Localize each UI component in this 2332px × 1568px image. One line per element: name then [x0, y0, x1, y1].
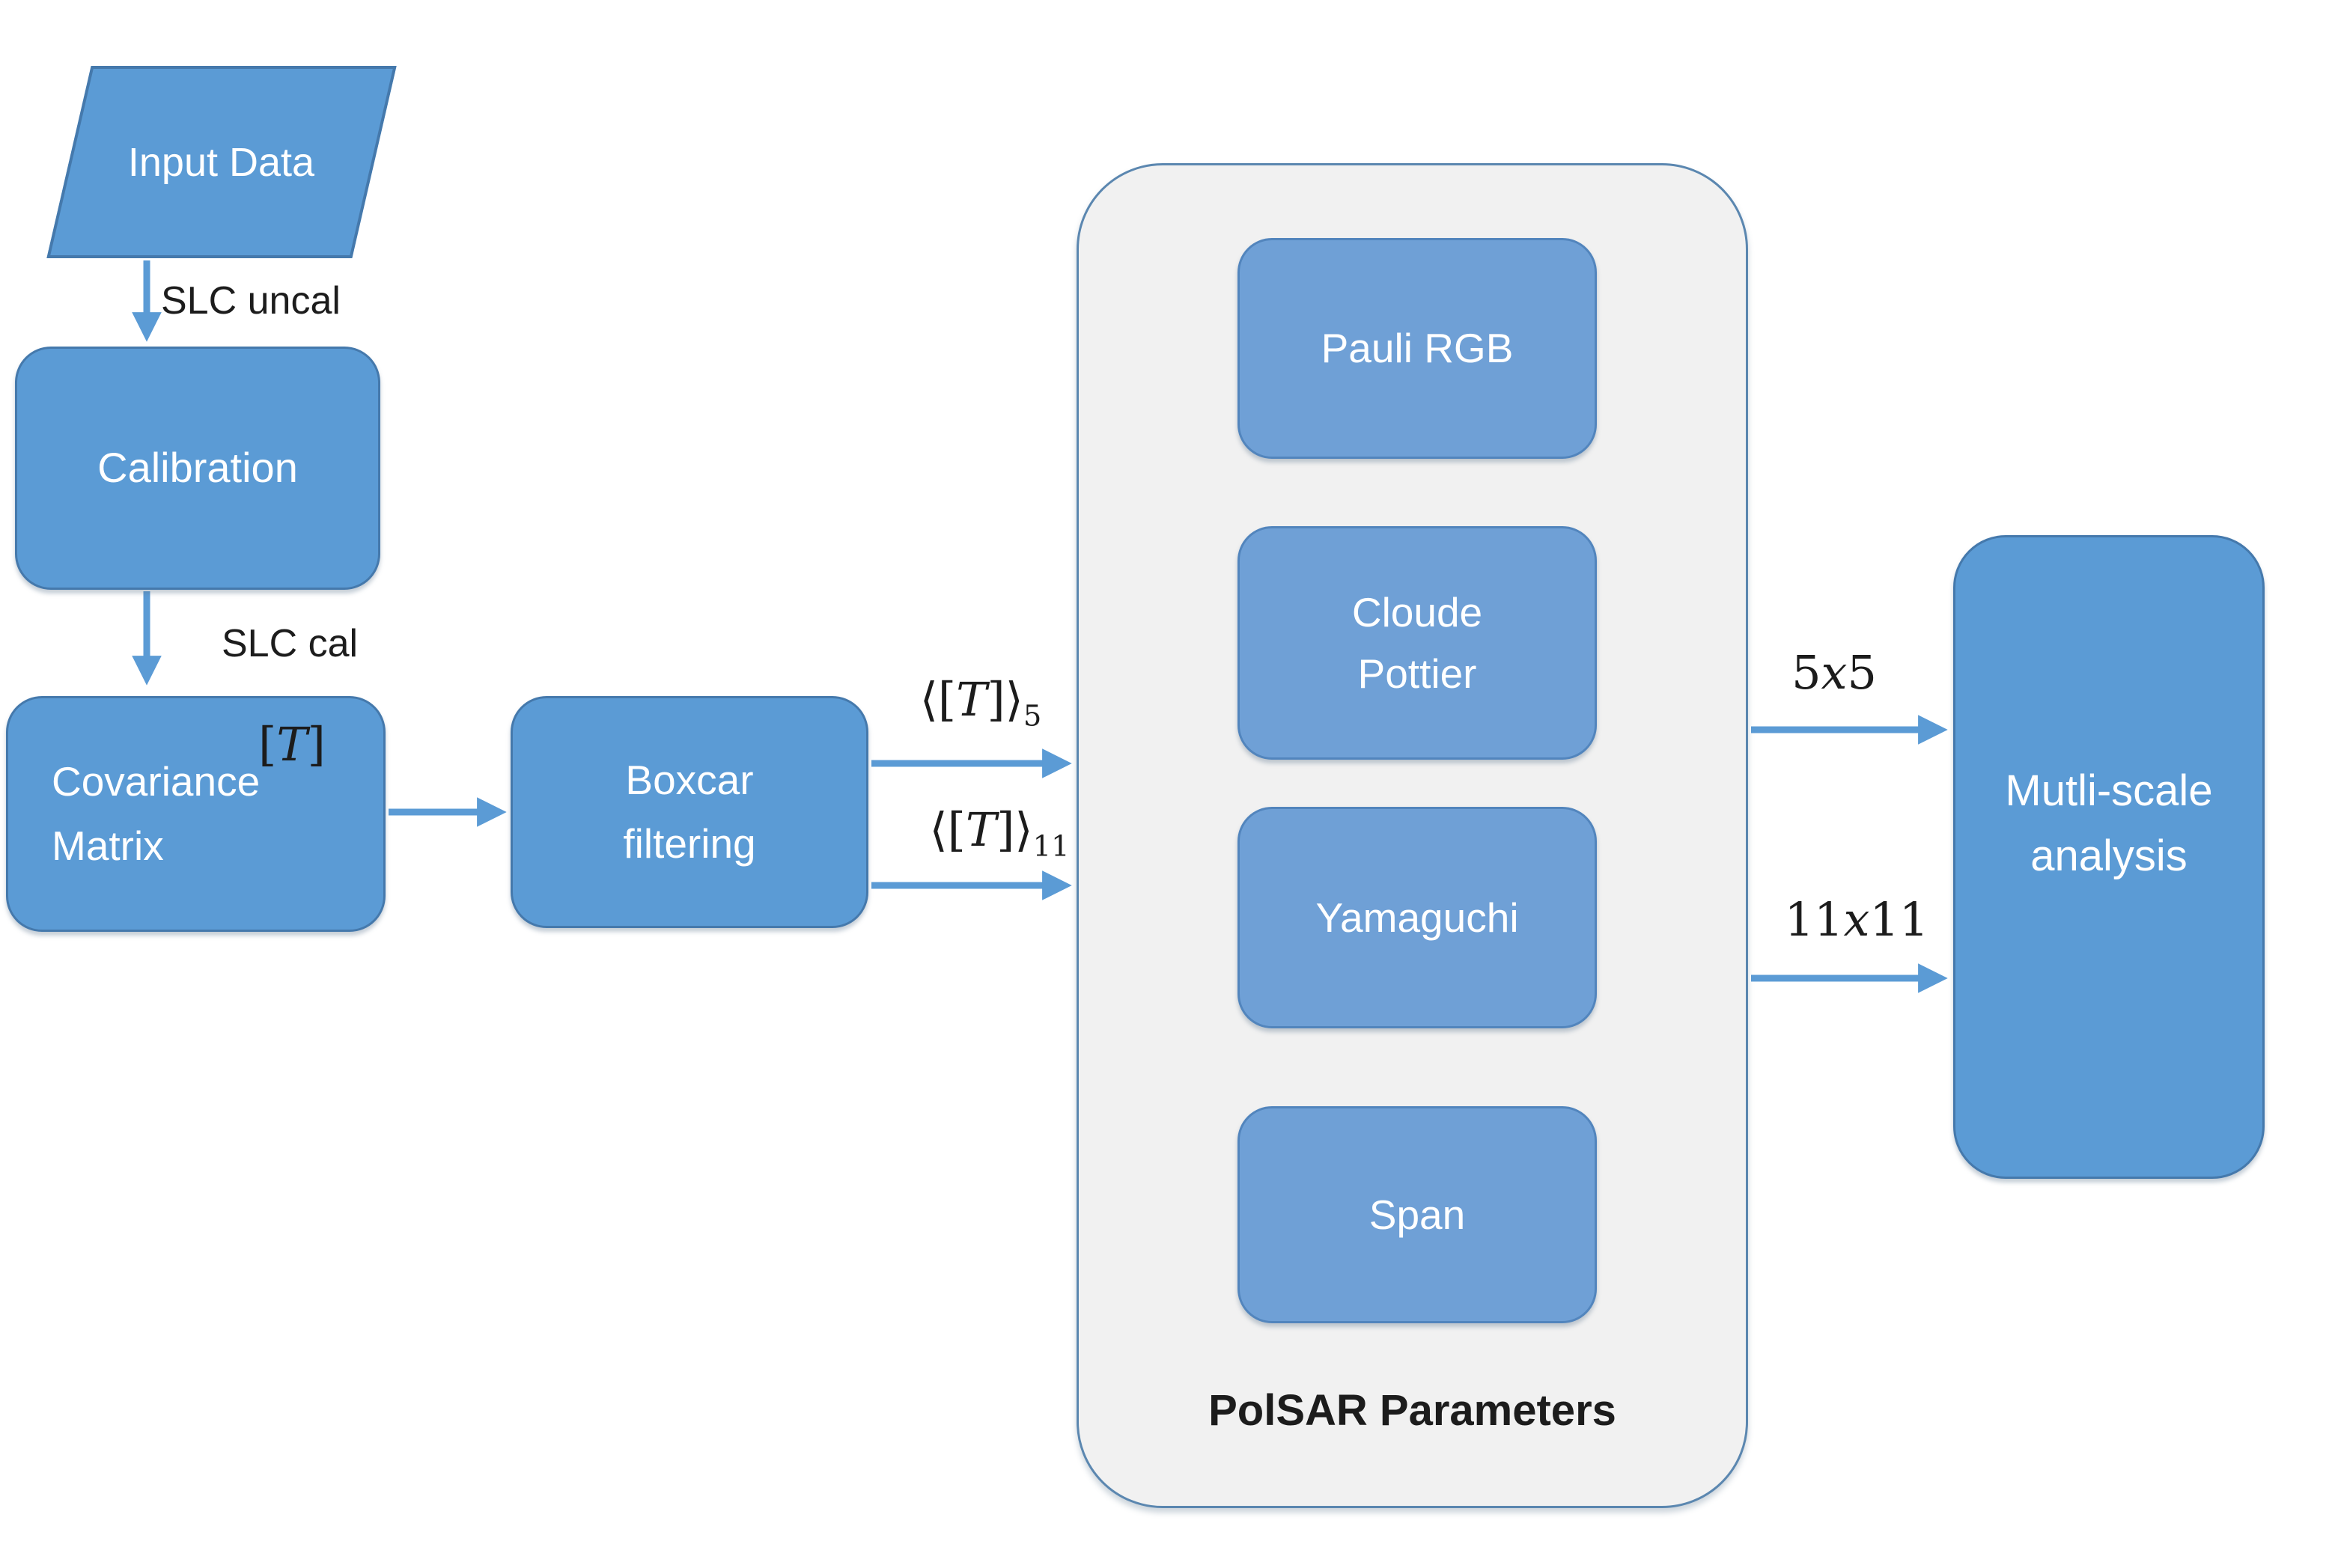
node-input-data-label: Input Data	[128, 139, 315, 185]
win11-x: x	[1843, 892, 1870, 947]
t5-subscript: 5	[1023, 699, 1042, 733]
win11-left: 11	[1784, 892, 1844, 947]
node-calibration-label: Calibration	[97, 444, 298, 492]
edge-label-t5: ⟨[T]⟩5	[887, 672, 1074, 730]
node-boxcar-line2: filtering	[623, 820, 756, 867]
t-open-bracket: [	[258, 717, 277, 772]
t-symbol: T	[276, 717, 308, 772]
t11-close-bracket: ]⟩	[996, 802, 1033, 857]
edge-label-slc-uncal: SLC uncal	[161, 279, 341, 323]
node-multiscale-line2: analysis	[2030, 832, 2188, 880]
win5-right: 5	[1847, 645, 1877, 700]
node-covariance-matrix: Covariance Matrix	[6, 696, 386, 932]
t5-symbol: T	[956, 672, 987, 727]
t11-open-bracket: ⟨[	[929, 802, 966, 857]
group-polsar-parameters: Pauli RGB Cloude Pottier Yamaguchi Span …	[1077, 163, 1748, 1508]
node-yamaguchi: Yamaguchi	[1237, 807, 1597, 1028]
node-input-data: Input Data	[46, 66, 397, 258]
node-cloude-pottier: Cloude Pottier	[1237, 526, 1597, 760]
t11-symbol: T	[965, 802, 997, 857]
edge-label-t11: ⟨[T]⟩11	[891, 802, 1108, 861]
node-boxcar-filtering: Boxcar filtering	[511, 696, 868, 928]
win5-left: 5	[1791, 645, 1821, 700]
node-calibration: Calibration	[15, 347, 380, 590]
node-span-label: Span	[1369, 1191, 1466, 1238]
node-cloude-line2: Pottier	[1357, 650, 1477, 697]
node-yamaguchi-label: Yamaguchi	[1315, 894, 1519, 941]
t-close-bracket: ]	[307, 717, 326, 772]
node-multiscale-line1: Mutli-scale	[2005, 766, 2213, 815]
node-covariance-line1: Covariance	[52, 758, 261, 805]
edge-label-5x5: 5x5	[1759, 645, 1909, 700]
node-covariance-line2: Matrix	[52, 822, 164, 869]
node-cloude-line1: Cloude	[1351, 588, 1483, 635]
win5-x: x	[1821, 645, 1848, 700]
t11-subscript: 11	[1032, 829, 1070, 864]
group-title-polsar-parameters: PolSAR Parameters	[1208, 1386, 1616, 1435]
win11-right: 11	[1869, 892, 1929, 947]
edge-label-11x11: 11x11	[1759, 892, 1954, 947]
node-multiscale-analysis: Mutli-scale analysis	[1953, 535, 2265, 1179]
node-pauli-rgb: Pauli RGB	[1237, 238, 1597, 459]
t5-close-bracket: ]⟩	[987, 672, 1023, 727]
node-pauli-rgb-label: Pauli RGB	[1321, 325, 1514, 372]
t5-open-bracket: ⟨[	[919, 672, 957, 727]
edge-label-t-matrix: [T]	[240, 717, 344, 772]
edge-label-slc-cal: SLC cal	[222, 622, 359, 665]
node-boxcar-line1: Boxcar	[625, 756, 754, 803]
node-span: Span	[1237, 1106, 1597, 1323]
